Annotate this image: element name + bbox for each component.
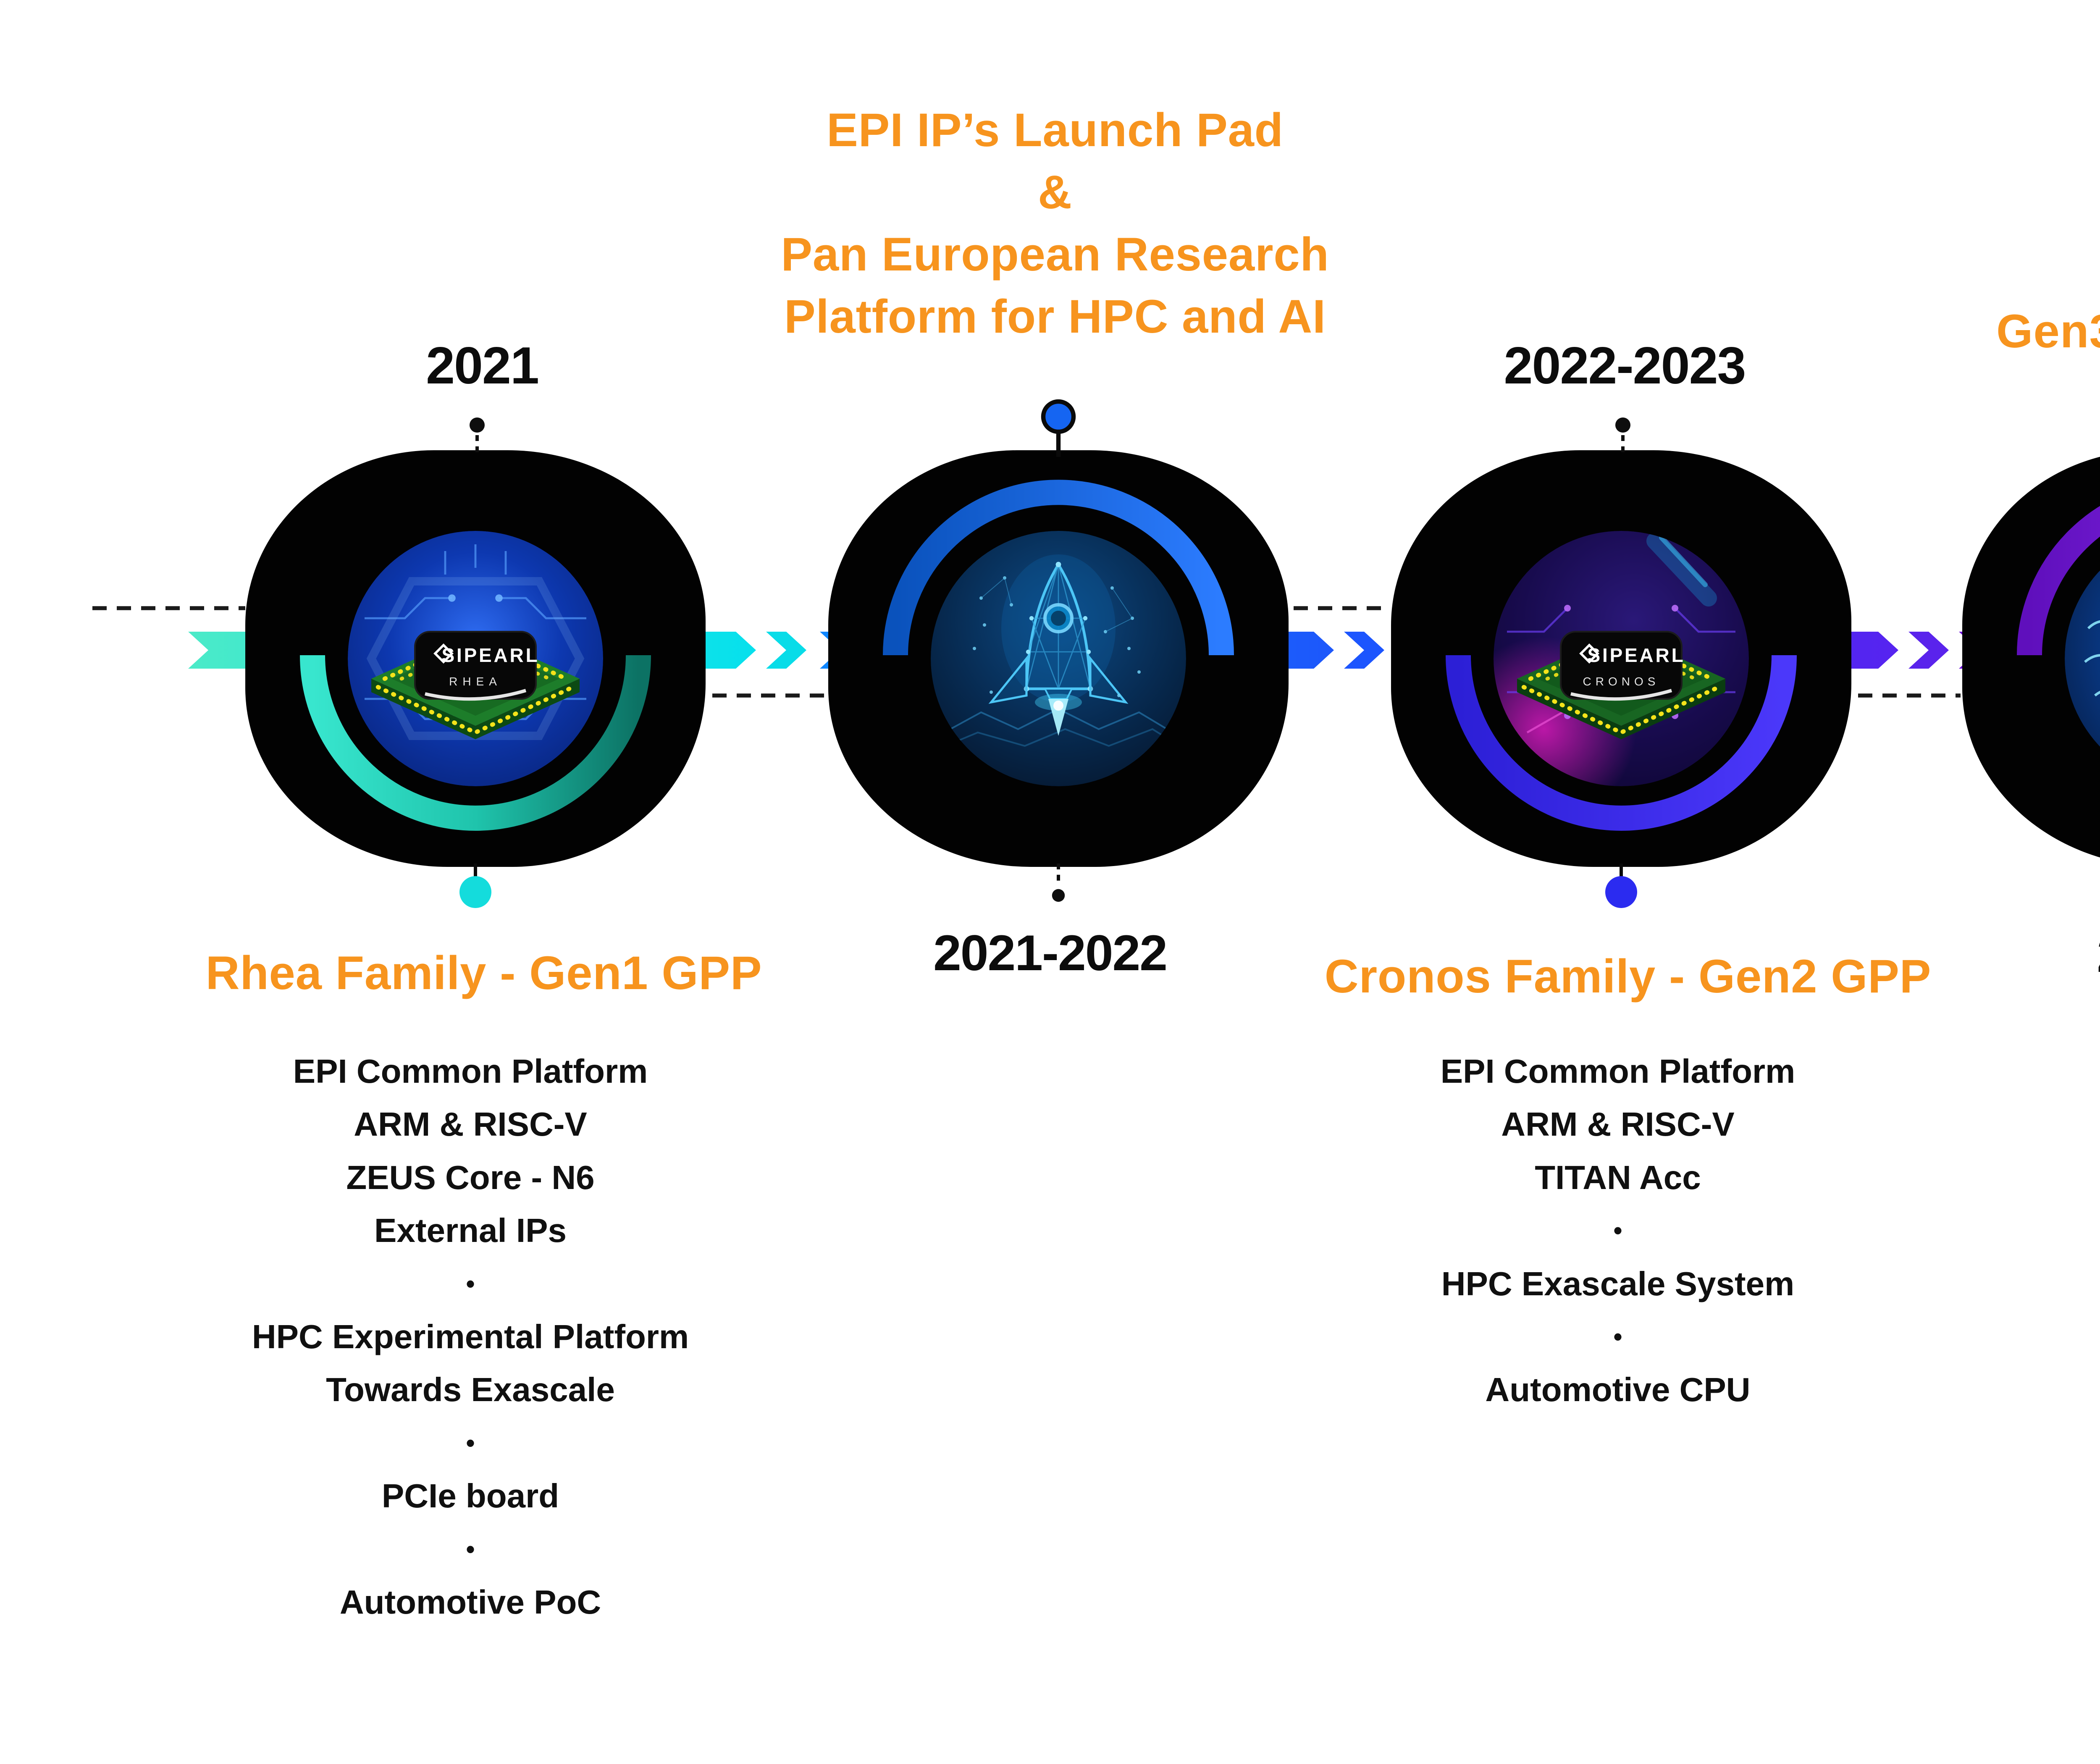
milestone-blob-gen3 [1962, 450, 2100, 867]
chip-model-text: RHEA [449, 675, 502, 688]
list-item: HPC Exascale System [1441, 1265, 1795, 1302]
list-item: HPC Experimental Platform [252, 1318, 689, 1356]
sipearl-cronos-chip-photo: SIPEARL CRONOS [1494, 531, 1749, 786]
rocket-flame [1048, 699, 1068, 736]
date-marker-dot [470, 417, 485, 433]
chip-brand-text: SIPEARL [442, 644, 540, 666]
date-marker-dot [1615, 417, 1630, 433]
gen3-family-heading: Gen3 GPP Family [1996, 305, 2100, 357]
list-item: ARM & RISC-V [354, 1105, 587, 1143]
list-item: Towards Exascale [326, 1371, 615, 1409]
date-marker-dot [1052, 889, 1065, 902]
year-label-2021: 2021 [426, 337, 539, 395]
title-line: & [1038, 166, 1072, 218]
accent-dot-launch-pad [1041, 399, 1076, 434]
rocket-fin-left [988, 655, 1028, 704]
chevron-arrow-icon [1908, 632, 1949, 669]
sipearl-rhea-chip-photo: SIPEARL RHEA [348, 531, 603, 786]
list-separator-dot: • [1613, 1323, 1622, 1351]
rocket-fin-right [1089, 655, 1129, 704]
year-label-2021-2022: 2021-2022 [933, 925, 1168, 981]
list-item: External IPs [374, 1212, 567, 1250]
abstract-circuit-energy-photo [2065, 531, 2100, 786]
title-line: EPI IP’s Launch Pad [827, 104, 1284, 156]
list-separator-dot: • [466, 1269, 475, 1298]
title-line: Platform for HPC and AI [784, 290, 1326, 343]
milestone-blob-rhea: SIPEARL RHEA [245, 450, 706, 867]
chevron-arrow-icon [1344, 632, 1384, 669]
milestone-blob-launch-pad [828, 450, 1289, 867]
list-item: TITAN Acc [1535, 1158, 1701, 1196]
launch-pad-title: EPI IP’s Launch Pad & Pan European Resea… [781, 99, 1329, 348]
list-separator-dot: • [466, 1535, 475, 1563]
chevron-arrow-icon [766, 632, 806, 669]
year-label-2024: 2024-... [2097, 926, 2100, 984]
chip-model-text: CRONOS [1583, 675, 1660, 688]
year-label-2022-2023: 2022-2023 [1504, 337, 1746, 395]
list-item: ZEUS Core - N6 [346, 1158, 595, 1196]
cronos-family-heading: Cronos Family - Gen2 GPP [1324, 950, 1932, 1003]
list-separator-dot: • [1613, 1216, 1622, 1245]
title-line: Pan European Research [781, 228, 1329, 281]
list-item: Automotive CPU [1485, 1371, 1751, 1409]
list-item: EPI Common Platform [1440, 1053, 1796, 1090]
list-item: Automotive PoC [339, 1583, 601, 1621]
list-separator-dot: • [466, 1428, 475, 1457]
list-item: ARM & RISC-V [1501, 1105, 1735, 1143]
accent-dot-rhea [459, 876, 491, 908]
list-item: PCIe board [381, 1477, 559, 1515]
accent-dot-cronos [1605, 876, 1637, 908]
rhea-family-heading: Rhea Family - Gen1 GPP [205, 947, 762, 999]
list-item: EPI Common Platform [293, 1053, 648, 1090]
chip-brand-text: SIPEARL [1588, 644, 1685, 666]
milestone-blob-cronos: SIPEARL CRONOS [1391, 450, 1851, 867]
low-poly-rocket-launch-photo [931, 531, 1186, 786]
